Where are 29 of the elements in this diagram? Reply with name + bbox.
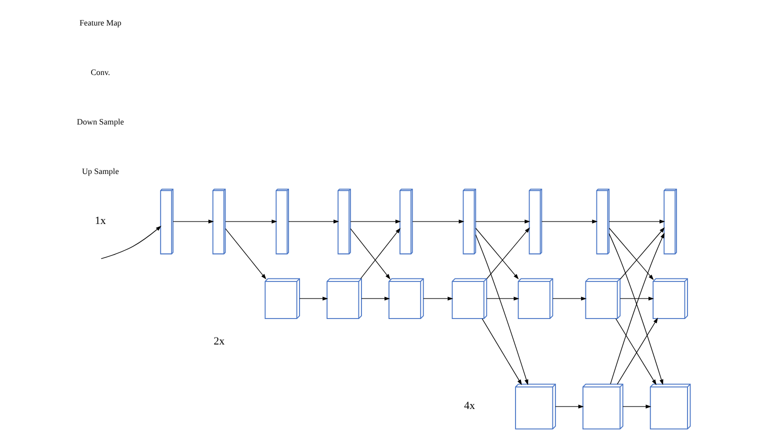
- arrow: [620, 296, 654, 301]
- arrow: [172, 220, 214, 224]
- label: 4x: [464, 400, 475, 412]
- arrow: [486, 227, 530, 280]
- arrow: [622, 404, 652, 408]
- label: 2x: [214, 336, 225, 348]
- arrow: [486, 296, 520, 301]
- arrow: [555, 404, 584, 408]
- arrow: [482, 318, 522, 386]
- arrow: [100, 226, 162, 260]
- arrow: [350, 228, 390, 280]
- arrow: [360, 228, 401, 279]
- arrow: [475, 228, 519, 280]
- arrow: [541, 220, 598, 224]
- arrow: [475, 234, 528, 386]
- arrow: [288, 220, 340, 224]
- arrow: [225, 220, 278, 224]
- arrow: [412, 220, 464, 224]
- arrow: [620, 227, 665, 280]
- arrow: [608, 228, 654, 280]
- label: 1x: [94, 215, 106, 228]
- arrow: [608, 220, 666, 224]
- arrow: [552, 296, 587, 301]
- arrow: [423, 296, 454, 301]
- arrow: [361, 296, 390, 301]
- arrow: [299, 296, 328, 301]
- arrow: [475, 220, 530, 224]
- arrow: [350, 220, 401, 224]
- arrow: [225, 228, 266, 280]
